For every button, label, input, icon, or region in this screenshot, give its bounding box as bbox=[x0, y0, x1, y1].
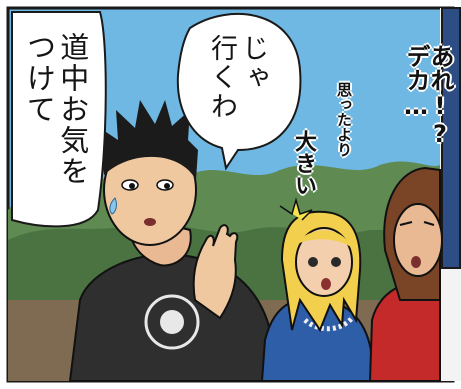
speech-bubble-left bbox=[11, 11, 107, 228]
shirt-lion-face bbox=[160, 310, 184, 334]
man-mouth bbox=[144, 218, 156, 226]
surprise-mark bbox=[279, 197, 313, 221]
adjacent-panel bbox=[441, 7, 461, 269]
woman-face bbox=[295, 227, 353, 297]
sfx-are-deka: あれ!? デカ… bbox=[402, 44, 454, 148]
bubble-left-text: 道中お気を つけて bbox=[22, 32, 90, 187]
bubble-center-text: じゃ 行くわ bbox=[206, 34, 269, 121]
woman2-mouth bbox=[411, 256, 421, 268]
speech-bubble-center bbox=[176, 12, 302, 171]
sfx-omottayori: 思ったより bbox=[335, 82, 353, 157]
man-hair bbox=[100, 100, 198, 180]
woman-eye-left bbox=[308, 257, 318, 267]
man-pupil-right bbox=[164, 183, 170, 189]
woman2-eye-right bbox=[423, 221, 435, 226]
sfx-ookii: 大きい bbox=[291, 130, 316, 196]
man-hand bbox=[192, 224, 239, 320]
woman-bangs bbox=[296, 230, 352, 248]
woman2-eye-left bbox=[399, 221, 413, 226]
woman-necklace bbox=[303, 316, 354, 332]
woman-eye-right bbox=[331, 257, 341, 267]
woman2-face bbox=[393, 203, 443, 277]
sweat-drop bbox=[109, 197, 117, 215]
man-pupil-left bbox=[129, 183, 135, 189]
woman-mouth bbox=[321, 278, 331, 290]
shirt-lion-emblem bbox=[144, 294, 200, 350]
